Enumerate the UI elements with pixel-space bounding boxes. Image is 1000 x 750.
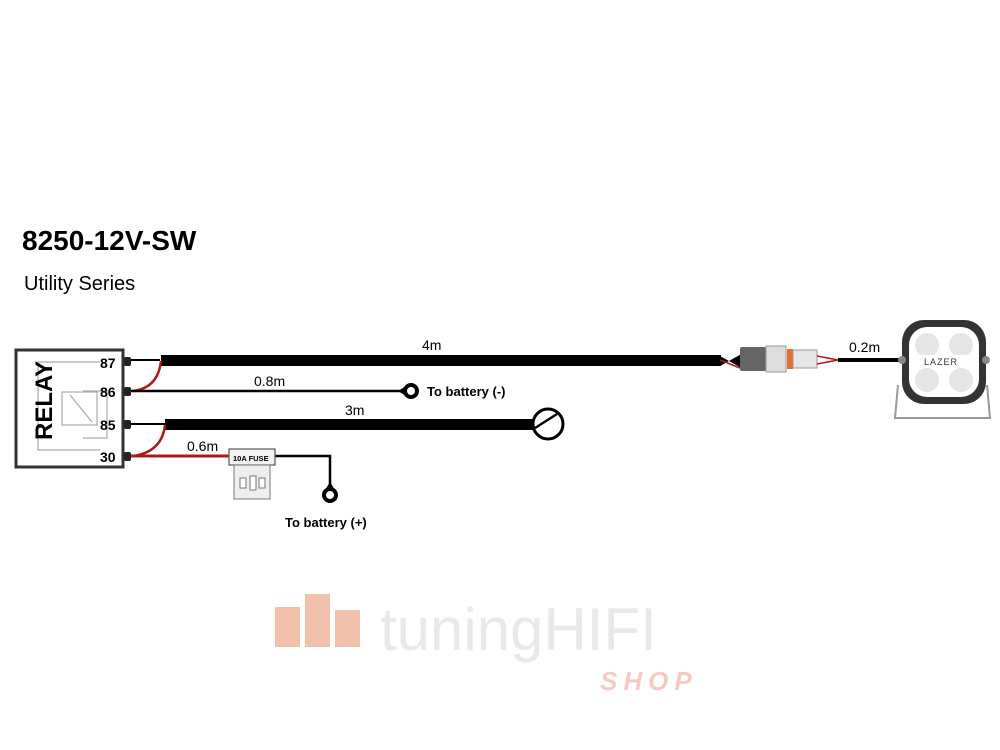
- ring-terminal-positive: [322, 482, 338, 503]
- lamp-logo: LAZER: [924, 357, 958, 367]
- relay: RELAY 87 86 85 30: [14, 348, 131, 469]
- pin-86: 86: [100, 384, 116, 400]
- pin-30: 30: [100, 449, 116, 465]
- pin-87: 87: [100, 355, 116, 371]
- watermark-brand: tuningHIFI: [380, 596, 657, 663]
- wires: [131, 355, 900, 485]
- connector: [719, 345, 839, 373]
- watermark-sub: SHOP: [600, 666, 698, 696]
- wire-length-lamp: 0.2m: [849, 339, 880, 355]
- lamp: LAZER: [893, 320, 992, 419]
- wire-length-ground: 0.8m: [254, 373, 285, 389]
- page-title: 8250-12V-SW: [22, 225, 197, 256]
- wire-length-power: 0.6m: [187, 438, 218, 454]
- battery-negative-label: To battery (-): [427, 384, 505, 399]
- wire-length-main: 4m: [422, 337, 441, 353]
- wire-length-switch: 3m: [345, 402, 364, 418]
- switch-icon: [531, 407, 565, 441]
- relay-label: RELAY: [31, 361, 58, 440]
- battery-positive-label: To battery (+): [285, 515, 367, 530]
- fuse-holder: 10A FUSE: [228, 448, 276, 500]
- fuse-label: 10A FUSE: [233, 454, 269, 463]
- page-subtitle: Utility Series: [24, 273, 135, 295]
- watermark-bars: [275, 594, 360, 647]
- watermark: tuningHIFI SHOP: [275, 594, 698, 696]
- pin-85: 85: [100, 417, 116, 433]
- ring-terminal-negative: [398, 383, 419, 399]
